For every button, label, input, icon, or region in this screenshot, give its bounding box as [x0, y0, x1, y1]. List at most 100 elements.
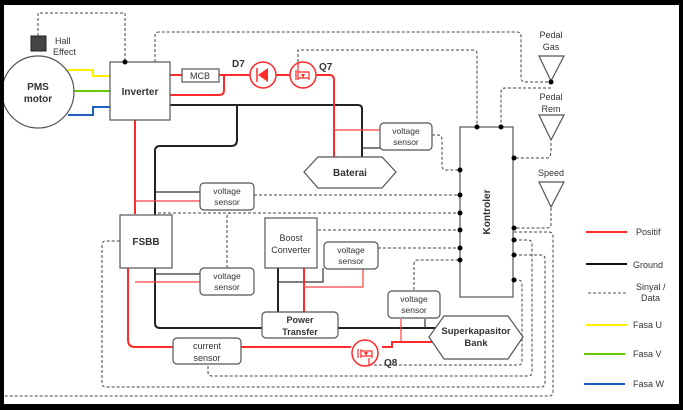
voltage-sensor-boost-label-2: sensor	[338, 256, 364, 266]
kontroler-pin	[457, 210, 463, 216]
phase-w-line	[68, 106, 110, 116]
boost-converter-label-1: Boost	[279, 233, 303, 243]
mosfet-q8-icon	[351, 339, 379, 367]
pedal-gas-label-1: Pedal	[539, 30, 562, 40]
current-sensor-label-1: current	[193, 341, 222, 351]
positive-fsbb-current	[127, 268, 173, 348]
voltage-sensor-fsbb-bottom-label-2: sensor	[214, 282, 240, 292]
kontroler-pin	[498, 124, 504, 130]
power-transfer-label-1: Power	[286, 315, 314, 325]
legend-label-fasa-u: Fasa U	[633, 320, 662, 330]
voltage-sensor-boost-label-1: voltage	[337, 245, 365, 255]
hall-effect-label-1: Hall	[55, 36, 71, 46]
q7-label: Q7	[319, 62, 333, 73]
legend-label-fasa-v: Fasa V	[633, 349, 662, 359]
inverter-box	[109, 61, 171, 121]
ground-boost-vs	[278, 268, 324, 283]
voltage-sensor-battery	[379, 122, 433, 151]
kontroler-pin	[457, 167, 463, 173]
phase-u-line	[68, 69, 110, 77]
phase-lines	[68, 69, 110, 116]
positive-q7-baterai	[316, 74, 335, 157]
power-transfer-label-2: Transfer	[282, 327, 318, 337]
positive-q8-supercap	[382, 341, 436, 348]
q8-label: Q8	[384, 358, 398, 369]
pedal-gas-label-2: Gas	[543, 42, 560, 52]
kontroler-pin	[474, 124, 480, 130]
kontroler-pin	[511, 225, 517, 231]
voltage-sensor-battery-label-1: voltage	[392, 126, 420, 136]
kontroler-pin	[511, 237, 517, 243]
pms-motor-label-1: PMS	[27, 82, 49, 93]
diode-d7-icon	[249, 61, 277, 89]
mosfet-q7-icon	[289, 61, 317, 89]
signal-vs2-up	[226, 212, 232, 268]
boost-converter-label-2: Converter	[271, 245, 311, 255]
positive-boost-vs	[304, 268, 364, 288]
voltage-sensor-supercap-label-1: voltage	[400, 294, 428, 304]
kontroler-box	[459, 126, 514, 298]
kontroler-pin	[511, 155, 517, 161]
ground-lines	[154, 104, 436, 329]
current-sensor-label-2: sensor	[193, 353, 220, 363]
inverter-connector-dot	[122, 59, 128, 65]
hall-effect-label-2: Effect	[53, 47, 76, 57]
ground-main-bus	[154, 105, 262, 329]
legend-label-positif: Positif	[636, 227, 661, 237]
fsbb-box	[119, 214, 173, 269]
superkapasitor-label-1: Superkapasitor	[441, 326, 510, 337]
power-transfer-box	[261, 311, 339, 339]
kontroler-pin	[457, 227, 463, 233]
kontroler-pins	[457, 124, 517, 283]
voltage-sensor-battery-label-2: sensor	[393, 137, 419, 147]
d7-label: D7	[232, 59, 245, 70]
signal-pedal-rem-controller	[500, 87, 551, 127]
kontroler-pin	[511, 277, 517, 283]
kontroler-pin	[457, 192, 463, 198]
legend-label-sinyal-1: Sinyal /	[636, 282, 666, 292]
voltage-sensor-fsbb-top-label-1: voltage	[213, 186, 241, 196]
pms-motor	[4, 55, 75, 129]
pedal-gas-triangle	[538, 55, 565, 83]
speed-label: Speed	[538, 168, 564, 178]
pms-motor-label-2: motor	[24, 94, 52, 105]
pedal-gas-dot	[548, 79, 554, 85]
legend: Positif Ground Sinyal / Data Fasa U Fasa…	[584, 227, 666, 389]
kontroler-pin	[511, 252, 517, 258]
voltage-sensor-fsbb-top	[199, 182, 255, 211]
signal-bat-sensor-controller	[432, 134, 460, 171]
pedal-rem-label-2: Rem	[541, 104, 560, 114]
mcb-box	[181, 68, 220, 83]
superkapasitor-bank-hexagon	[428, 315, 524, 360]
voltage-sensor-fsbb-bottom-label-1: voltage	[213, 271, 241, 281]
legend-label-ground: Ground	[633, 260, 663, 270]
pedal-rem-label-1: Pedal	[539, 92, 562, 102]
diagram-sheet: Hall Effect PMS motor Inverter MCB D7 Q7…	[4, 5, 679, 404]
signal-hall-inverter	[37, 12, 126, 62]
current-sensor-box	[172, 337, 242, 365]
voltage-sensor-fsbb-bottom	[199, 267, 255, 296]
inverter-label: Inverter	[122, 87, 159, 98]
fsbb-label: FSBB	[132, 237, 159, 248]
signal-speed-controller	[516, 208, 552, 229]
baterai-hexagon	[303, 156, 397, 189]
signal-sc-vs-controller	[413, 259, 460, 290]
speed-triangle	[538, 181, 565, 209]
signal-fsbb-controller	[101, 240, 546, 388]
legend-label-fasa-w: Fasa W	[633, 379, 665, 389]
circuit-diagram: Hall Effect PMS motor Inverter MCB D7 Q7…	[4, 12, 666, 397]
signal-q7-controller	[297, 49, 478, 127]
kontroler-pin	[457, 245, 463, 251]
pedal-rem-triangle	[538, 114, 565, 142]
voltage-sensor-boost	[323, 241, 379, 270]
voltage-sensor-fsbb-top-label-2: sensor	[214, 197, 240, 207]
voltage-sensor-supercap-label-2: sensor	[401, 305, 427, 315]
signal-rem-out	[516, 143, 552, 159]
mcb-label: MCB	[190, 71, 210, 81]
boost-converter-box	[264, 217, 318, 269]
signal-current-sensor-controller	[207, 239, 533, 377]
voltage-sensor-supercap	[387, 290, 441, 319]
signal-inverter-pedal-gas	[154, 31, 551, 83]
baterai-label: Baterai	[333, 168, 367, 179]
